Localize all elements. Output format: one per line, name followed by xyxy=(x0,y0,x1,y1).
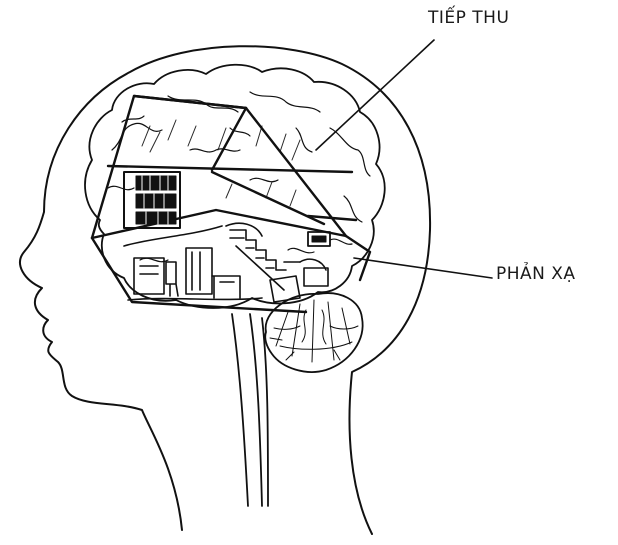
tiep-thu-pointer xyxy=(316,40,434,150)
label-tiep-thu: TIẾP THU xyxy=(428,8,509,28)
lower-room-furniture xyxy=(124,226,328,302)
brain-stem xyxy=(232,314,268,506)
label-phan-xa: PHẢN XẠ xyxy=(496,264,576,284)
cerebellum xyxy=(265,293,362,372)
wall-box xyxy=(308,232,330,246)
bookshelf xyxy=(124,172,180,228)
staircase xyxy=(226,223,286,290)
brain-outline xyxy=(85,65,385,308)
phan-xa-pointer xyxy=(354,258,492,278)
attic-hatching xyxy=(142,120,300,206)
